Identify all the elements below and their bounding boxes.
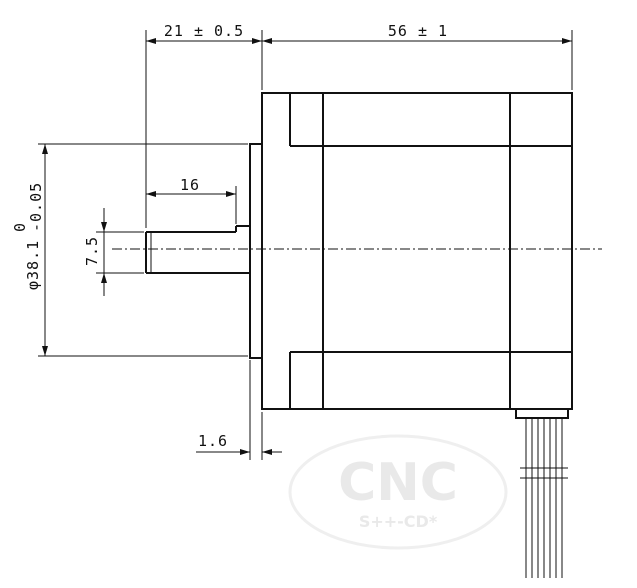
watermark-title: CNC	[338, 453, 458, 513]
label-body-length: 56 ± 1	[388, 22, 448, 40]
dimension-flat-height: 7.5	[83, 208, 144, 296]
lead-wires	[515, 409, 569, 578]
pilot-boss	[249, 143, 263, 359]
watermark-subtitle: S++-CD*	[359, 512, 438, 531]
dimension-pilot-diameter: φ38.1 0 -0.05	[11, 143, 248, 357]
motor-body	[261, 92, 573, 410]
label-shaft-protrusion: 21 ± 0.5	[164, 22, 244, 40]
label-pilot-diameter: φ38.1	[24, 240, 42, 290]
dimension-flat-length: 16	[146, 176, 237, 224]
watermark-logo: CNC S++-CD*	[288, 434, 508, 550]
label-flat-length: 16	[180, 176, 200, 194]
motor-shaft	[145, 225, 250, 274]
label-flat-height: 7.5	[83, 236, 101, 266]
dimension-shaft-protrusion: 21 ± 0.5	[145, 22, 263, 228]
label-pilot-thickness: 1.6	[198, 432, 228, 450]
dimension-body-length: 56 ± 1	[262, 22, 573, 90]
dimension-pilot-thickness: 1.6	[196, 360, 282, 460]
label-pilot-tol-lower: -0.05	[27, 182, 45, 232]
label-pilot-tol-upper: 0	[11, 222, 29, 232]
